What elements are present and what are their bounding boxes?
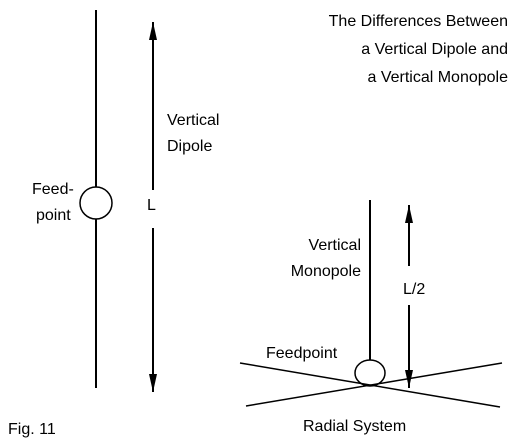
monopole-length-label: L/2 — [403, 281, 425, 298]
radial-wire-right — [245, 362, 503, 407]
diagram-title: The Differences Between a Vertical Dipol… — [329, 13, 508, 86]
dipole-dimension-arrow-down — [149, 374, 157, 392]
dipole-feed-label-line-1: Feed- — [32, 181, 74, 198]
title-line-1: The Differences Between — [329, 13, 508, 30]
monopole-dimension-arrow-up — [405, 205, 413, 223]
monopole-feedpoint-symbol — [354, 359, 386, 387]
monopole-group: Vertical Monopole L/2 Feedpoint Radial S… — [239, 200, 503, 435]
monopole-length-dimension: L/2 — [403, 205, 425, 388]
monopole-name-line-1: Vertical — [309, 237, 361, 254]
monopole-feed-label: Feedpoint — [266, 345, 338, 362]
dipole-dimension-arrow-up — [149, 22, 157, 40]
dipole-length-label: L — [147, 197, 156, 214]
dipole-feed-label-line-2: point — [36, 207, 71, 224]
title-line-2: a Vertical Dipole and — [361, 41, 508, 58]
dipole-length-dimension: L — [147, 22, 157, 392]
monopole-name-line-2: Monopole — [291, 263, 361, 280]
figure-label: Fig. 11 — [8, 421, 56, 438]
dipole-name-line-1: Vertical — [167, 112, 219, 129]
radial-system-label: Radial System — [303, 418, 406, 435]
title-line-3: a Vertical Monopole — [367, 69, 508, 86]
monopole-dimension-arrow-down — [405, 370, 413, 388]
dipole-group: Feed- point L Vertical Dipole — [32, 10, 219, 392]
dipole-feedpoint-symbol — [79, 186, 113, 220]
dipole-name-line-2: Dipole — [167, 138, 212, 155]
